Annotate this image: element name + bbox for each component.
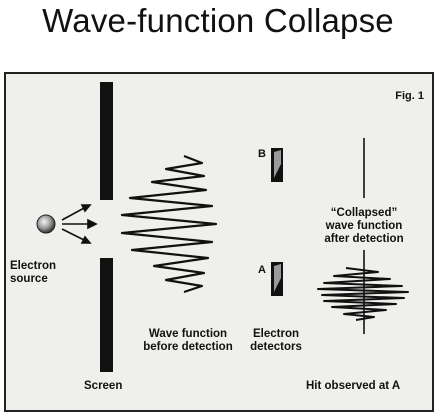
wave-collapse-diagram xyxy=(36,82,409,372)
detector-a xyxy=(271,262,283,296)
figure-panel: Fig. 1 B A Electron source Screen Wave f… xyxy=(4,72,434,412)
detector-a-letter: A xyxy=(258,264,266,276)
electron-source-ball xyxy=(36,214,56,234)
wave-before-label: Wave function before detection xyxy=(143,328,233,353)
detector-b xyxy=(271,148,283,182)
collapsed-wave-label: “Collapsed” wave function after detectio… xyxy=(306,207,422,246)
electron-source-label: Electron source xyxy=(10,260,57,285)
emission-arrows xyxy=(61,204,98,244)
screen-lower-bar xyxy=(100,258,113,372)
screen-label: Screen xyxy=(84,380,123,392)
detector-b-letter: B xyxy=(258,148,266,160)
figure-number: Fig. 1 xyxy=(395,90,424,102)
hit-observed-label: Hit observed at A xyxy=(306,380,401,392)
collapsed-wave-function xyxy=(317,267,409,321)
wave-function-before xyxy=(120,154,218,294)
screen-upper-bar xyxy=(100,82,113,200)
detectors-label: Electron detectors xyxy=(250,328,302,353)
page-title: Wave-function Collapse xyxy=(42,2,394,39)
